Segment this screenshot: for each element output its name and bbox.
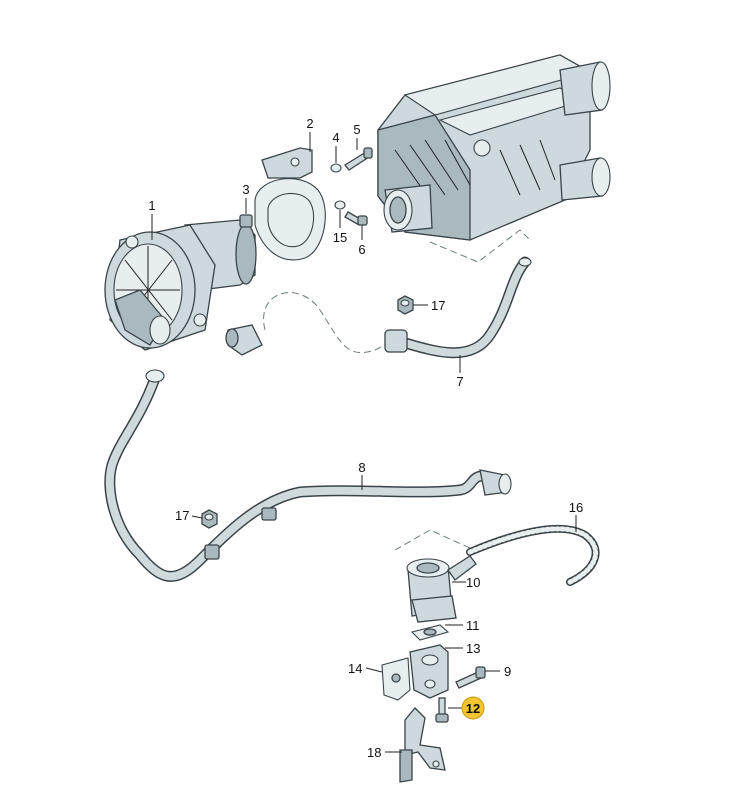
callout-9: 9	[504, 664, 511, 679]
air-filter-housing	[377, 54, 611, 241]
bolt-9	[455, 666, 486, 689]
combination-valve	[406, 555, 477, 623]
bracket	[261, 147, 313, 179]
gasket-11	[410, 624, 450, 641]
nut-3	[239, 214, 253, 228]
washer-15	[334, 200, 346, 210]
callout-4: 4	[332, 130, 339, 145]
callout-10: 10	[466, 575, 480, 590]
hose-elbow	[225, 324, 263, 356]
callout-18: 18	[367, 745, 381, 760]
reference-line-valve	[394, 529, 471, 551]
hose-8	[104, 369, 512, 582]
callout-12: 12	[466, 701, 480, 716]
gasket	[254, 177, 326, 261]
callout-7: 7	[456, 374, 463, 389]
bolt-12	[435, 697, 449, 723]
callout-16: 16	[569, 500, 583, 515]
flange-13	[409, 644, 449, 699]
reference-line-filter	[429, 229, 531, 263]
callout-2: 2	[306, 116, 313, 131]
hose-7	[384, 256, 532, 359]
callout-14: 14	[348, 661, 362, 676]
nut-17-lower	[201, 509, 218, 529]
callout-3: 3	[242, 182, 249, 197]
bracket-18	[399, 707, 446, 783]
callout-15: 15	[333, 230, 347, 245]
callout-1: 1	[148, 198, 155, 213]
hose-16	[466, 524, 600, 586]
washer-4	[330, 163, 342, 173]
gasket-14	[381, 657, 411, 701]
bolt-5	[344, 147, 373, 171]
reference-line-pump-hose	[263, 292, 396, 354]
callout-17-lower: 17	[175, 508, 189, 523]
bolt-6	[344, 211, 368, 226]
callout-11: 11	[466, 618, 480, 633]
callout-5: 5	[353, 122, 360, 137]
callout-13: 13	[466, 641, 480, 656]
callout-6: 6	[358, 242, 365, 257]
secondary-air-pump	[104, 219, 257, 351]
leader-lines	[151, 132, 577, 753]
callout-17-upper: 17	[431, 298, 445, 313]
nut-17-upper	[397, 295, 414, 315]
callout-8: 8	[358, 460, 365, 475]
callout-12-badge: 12	[461, 696, 485, 720]
